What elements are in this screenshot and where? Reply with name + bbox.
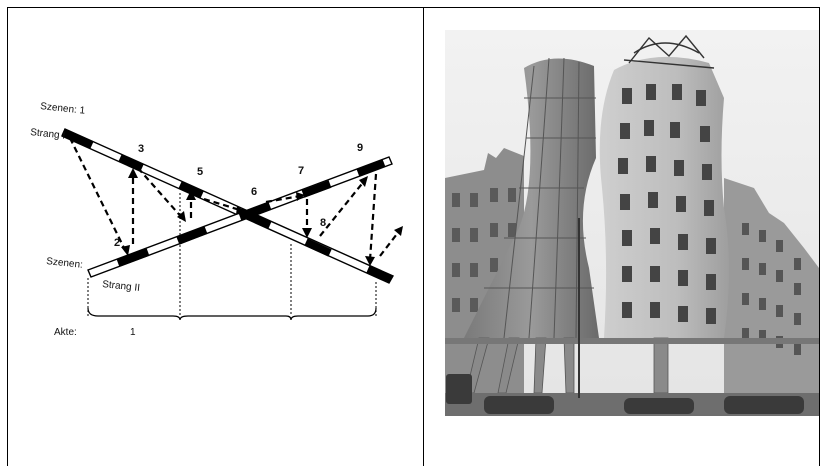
scene-number-3: 3 [138,143,144,155]
ground-floor-band [445,338,819,344]
scene-number-9: 9 [357,142,363,154]
scene-arrows [69,137,401,261]
concrete-tower-windows [618,84,716,324]
act-brace [87,307,377,321]
concrete-tower [599,56,729,339]
strang-two-label: Strang II [102,279,141,294]
parked-cars [446,374,804,414]
scene-number-7: 7 [298,165,304,177]
diagram-svg: Szenen: 1 Strang I Szenen: Strang II Akt… [30,101,403,338]
right-buildings [724,178,819,416]
table-frame [7,7,820,466]
plot-strands-diagram: Szenen: 1 Strang I Szenen: Strang II Akt… [8,8,423,466]
akte-label: Akte: [54,327,77,338]
szenen-top-label: Szenen: 1 [40,101,86,117]
scene-number-8: 8 [320,217,326,229]
scene-number-6: 6 [251,186,257,198]
tower-crown [623,34,715,69]
strang-one-label: Strang I [30,127,66,142]
column-divider [423,7,424,466]
glass-tower [464,58,599,339]
arrow-heads [121,168,403,266]
akte-number: 1 [130,327,136,338]
photo-svg [445,30,819,416]
szenen-bottom-label: Szenen: [46,256,84,271]
scene-number-2: 2 [114,237,120,249]
dancing-house-photo [424,8,819,466]
left-buildings [445,148,524,416]
glass-tower-mullions [484,57,596,339]
scene-number-5: 5 [197,166,203,178]
strang-two-bar [87,156,393,278]
